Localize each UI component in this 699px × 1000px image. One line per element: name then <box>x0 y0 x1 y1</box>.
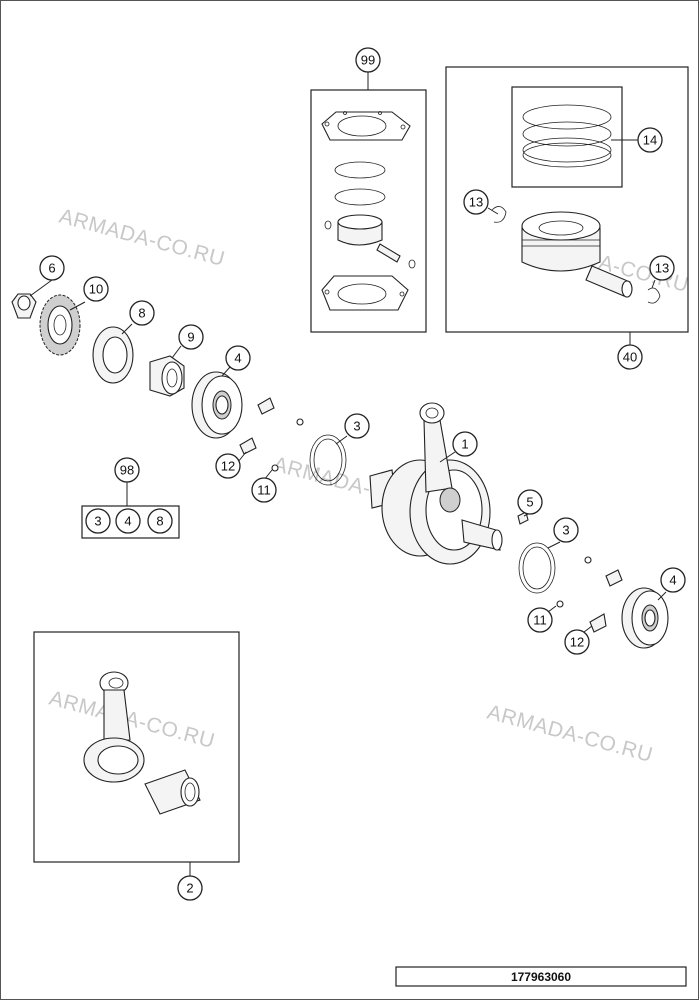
callout-3: 3 <box>553 517 579 543</box>
connecting-rod-box <box>33 631 240 863</box>
svg-text:3: 3 <box>562 523 569 538</box>
callout-12: 12 <box>564 629 590 655</box>
gasket-kit-99 <box>310 72 427 333</box>
crank-right-parts <box>517 511 669 649</box>
callout-3: 3 <box>344 413 370 439</box>
callout-5: 5 <box>517 489 543 515</box>
piston-assembly-40 <box>445 66 689 345</box>
callout-11: 11 <box>527 607 553 633</box>
callout-11: 11 <box>251 477 277 503</box>
callout-6: 6 <box>39 255 65 281</box>
kit-98 <box>81 482 180 539</box>
callout-2: 2 <box>177 875 203 901</box>
svg-text:99: 99 <box>361 53 375 68</box>
svg-text:4: 4 <box>234 351 241 366</box>
svg-text:1: 1 <box>461 437 468 452</box>
kit-98-box <box>81 505 180 539</box>
svg-text:12: 12 <box>221 459 235 474</box>
callout-13: 13 <box>649 255 675 281</box>
svg-text:2: 2 <box>186 881 193 896</box>
callout-4: 4 <box>225 345 251 371</box>
callout-13: 13 <box>463 189 489 215</box>
svg-text:4: 4 <box>124 514 131 529</box>
document-number-text: 177963060 <box>511 970 571 984</box>
crank-left-parts <box>11 279 304 481</box>
callout-8: 8 <box>129 300 155 326</box>
svg-text:3: 3 <box>94 514 101 529</box>
callout-4: 4 <box>660 567 686 593</box>
svg-text:13: 13 <box>469 195 483 210</box>
piston-ring-box <box>511 86 623 188</box>
callout-40: 40 <box>617 344 643 370</box>
svg-text:11: 11 <box>533 613 547 628</box>
svg-text:11: 11 <box>257 483 271 498</box>
svg-text:6: 6 <box>48 261 55 276</box>
kit-98-item: 4 <box>115 508 141 534</box>
callout-14: 14 <box>637 127 663 153</box>
callout-12: 12 <box>215 453 241 479</box>
kit-98-item: 8 <box>147 508 173 534</box>
piston-box <box>445 66 689 333</box>
svg-text:9: 9 <box>187 330 194 345</box>
svg-text:10: 10 <box>89 282 103 297</box>
svg-text:14: 14 <box>643 133 657 148</box>
crankshaft-1 <box>309 402 503 565</box>
callout-9: 9 <box>178 324 204 350</box>
svg-text:8: 8 <box>156 514 163 529</box>
callout-1: 1 <box>452 431 478 457</box>
watermark: ARMADA-CO.RU <box>57 205 228 271</box>
connecting-rod-kit-2 <box>33 631 240 878</box>
kit-98-item: 3 <box>85 508 111 534</box>
callout-10: 10 <box>83 276 109 302</box>
document-number: 177963060 <box>395 966 687 987</box>
svg-text:4: 4 <box>669 573 676 588</box>
svg-text:98: 98 <box>120 463 134 478</box>
svg-text:5: 5 <box>526 495 533 510</box>
svg-text:8: 8 <box>138 306 145 321</box>
callout-98: 98 <box>114 457 140 483</box>
document-number-box <box>395 966 687 987</box>
callout-99: 99 <box>355 47 381 73</box>
svg-text:40: 40 <box>623 350 637 365</box>
watermark: ARMADA-CO.RU <box>485 701 656 767</box>
svg-text:13: 13 <box>655 261 669 276</box>
svg-text:3: 3 <box>353 419 360 434</box>
svg-text:12: 12 <box>570 635 584 650</box>
